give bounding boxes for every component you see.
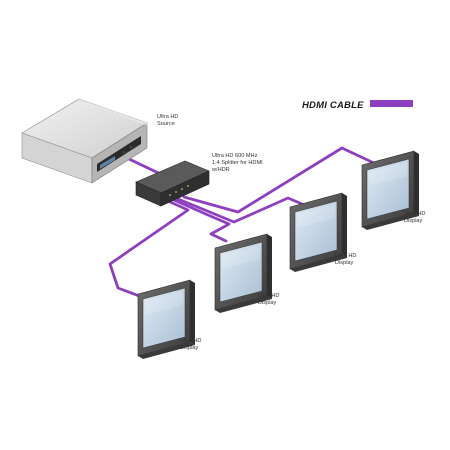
legend-label: HDMI CABLE <box>302 100 364 111</box>
cable-splitter-to-display-2 <box>172 198 231 243</box>
display-2-label-line2: Display <box>258 300 277 306</box>
source-label-line2: Source <box>157 121 175 127</box>
splitter-label-line3: w/HDR <box>211 167 230 173</box>
cable-splitter-to-display-3 <box>176 196 304 224</box>
display-4-label-line2: Display <box>404 218 423 224</box>
display-1-label-line2: Display <box>180 345 199 351</box>
legend: HDMI CABLE <box>302 100 413 111</box>
display-1-label-line1: Ultra HD <box>180 338 201 344</box>
source-device <box>21 98 148 184</box>
display-3-label-line1: Ultra HD <box>335 253 356 259</box>
display-4-label-line1: Ultra HD <box>404 211 425 217</box>
display-3-label-line2: Display <box>335 260 354 266</box>
splitter-label-line1: Ultra HD 600 MHz <box>212 153 258 159</box>
cable-splitter-to-display-4 <box>182 146 378 214</box>
splitter-device <box>135 160 210 207</box>
splitter-label-line2: 1:4 Splitter for HDMI <box>212 160 263 166</box>
source-label-line1: Ultra HD <box>157 114 178 120</box>
hdmi-cable-swatch <box>370 100 413 107</box>
display-2-label-line1: Ultra HD <box>258 293 279 299</box>
cable-splitter-to-display-1 <box>108 199 190 302</box>
